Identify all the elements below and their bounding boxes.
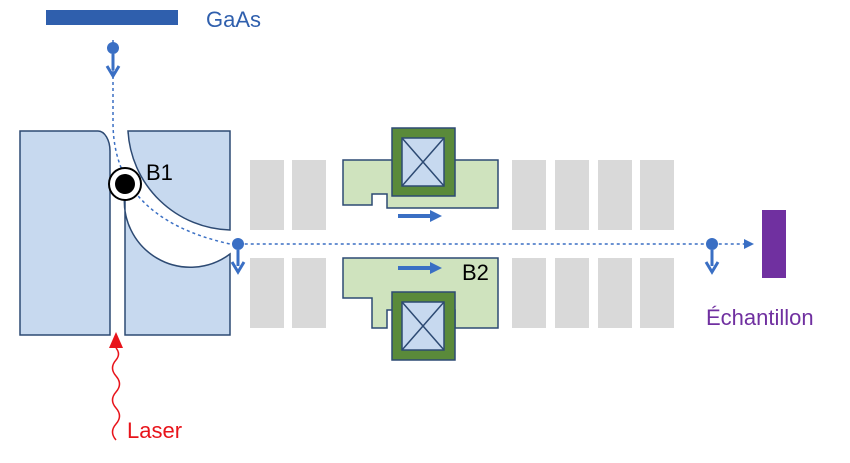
lens-block xyxy=(598,258,632,328)
lens-block xyxy=(640,258,674,328)
spin-indicator-source xyxy=(105,42,121,79)
beam-path xyxy=(112,40,750,245)
lens-block xyxy=(640,160,674,230)
upper-field-arrow xyxy=(398,210,442,222)
spin-indicator-target xyxy=(704,238,720,275)
lens-blocks-upper xyxy=(250,160,674,230)
spin-indicator-after-b1 xyxy=(230,238,246,275)
gaas-label: GaAs xyxy=(206,7,261,32)
lens-block xyxy=(512,160,546,230)
b1-field-symbol xyxy=(108,167,142,201)
laser-arrowhead xyxy=(109,332,123,348)
b2-label: B2 xyxy=(462,260,489,285)
upper-coil-cross xyxy=(401,137,445,187)
lens-block xyxy=(555,258,589,328)
left-pole-piece xyxy=(19,130,111,336)
lens-blocks-lower xyxy=(250,258,674,328)
lens-block xyxy=(292,258,326,328)
lens-block xyxy=(555,160,589,230)
right-pole-lower xyxy=(123,191,231,336)
b1-label: B1 xyxy=(146,160,173,185)
right-pole-upper xyxy=(127,130,231,231)
laser-wave xyxy=(111,347,121,441)
lower-coil-cross xyxy=(401,301,445,351)
lens-block xyxy=(292,160,326,230)
sample-label: Échantillon xyxy=(706,305,814,330)
lower-field-arrow xyxy=(398,262,442,274)
sample-target xyxy=(762,210,786,278)
gaas-source-plate xyxy=(46,10,178,25)
laser-label: Laser xyxy=(127,418,182,443)
lens-block xyxy=(250,258,284,328)
lens-block xyxy=(598,160,632,230)
beam-end-arrow xyxy=(744,239,754,249)
lens-block xyxy=(250,160,284,230)
lens-block xyxy=(512,258,546,328)
